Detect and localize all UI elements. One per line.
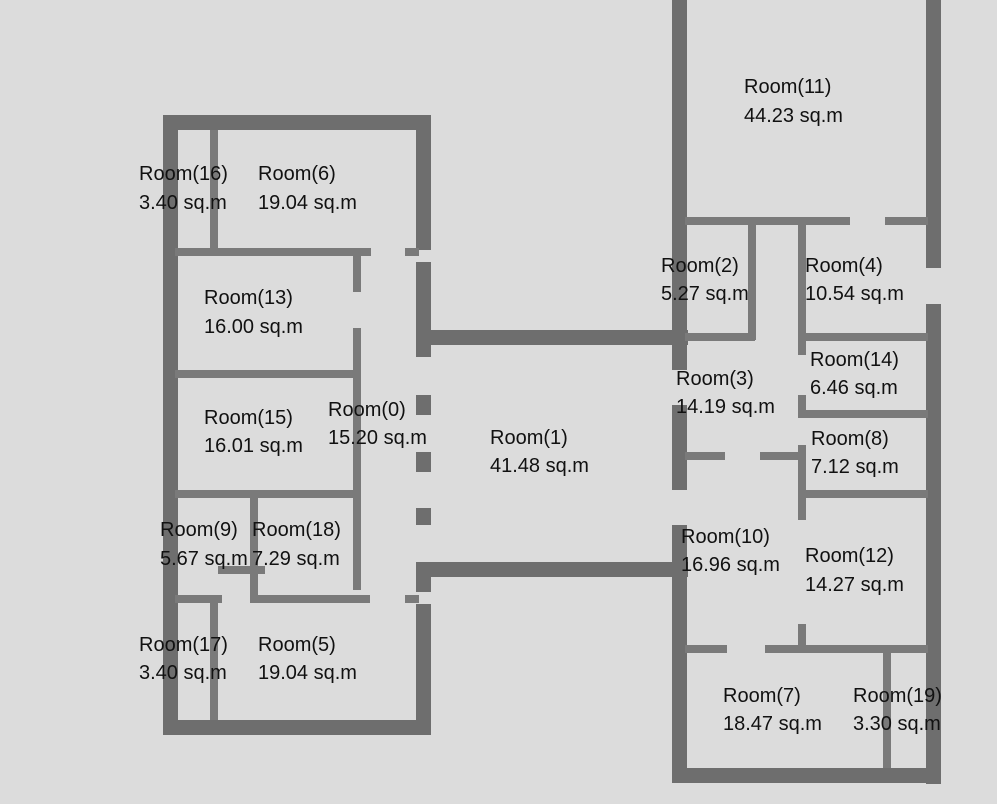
- room-area: 7.12 sq.m: [811, 456, 899, 478]
- wall: [926, 0, 941, 268]
- wall: [883, 648, 891, 768]
- wall: [685, 645, 727, 653]
- wall: [798, 225, 806, 355]
- wall: [175, 370, 360, 378]
- room-area: 44.23 sq.m: [744, 105, 843, 127]
- room-area: 19.04 sq.m: [258, 662, 357, 684]
- wall: [163, 115, 178, 735]
- wall: [210, 130, 218, 250]
- pillar: [416, 508, 431, 525]
- wall: [685, 333, 755, 341]
- room-name: Room(12): [805, 545, 894, 567]
- room-name: Room(1): [490, 427, 568, 449]
- wall: [748, 225, 756, 340]
- room-area: 6.46 sq.m: [810, 377, 898, 399]
- room-area: 5.67 sq.m: [160, 548, 248, 570]
- wall: [926, 304, 941, 784]
- wall: [798, 395, 806, 415]
- pillar: [416, 395, 431, 415]
- room-name: Room(3): [676, 368, 754, 390]
- room-area: 3.30 sq.m: [853, 713, 941, 735]
- room-area: 16.01 sq.m: [204, 435, 303, 457]
- room-area: 5.27 sq.m: [661, 283, 749, 305]
- room-name: Room(18): [252, 519, 341, 541]
- room-name: Room(15): [204, 407, 293, 429]
- room-name: Room(16): [139, 163, 228, 185]
- wall: [175, 248, 371, 256]
- wall: [798, 333, 928, 341]
- wall: [218, 566, 265, 574]
- wall: [175, 595, 222, 603]
- wall: [175, 490, 360, 498]
- wall: [405, 595, 419, 603]
- room-area: 10.54 sq.m: [805, 283, 904, 305]
- room-name: Room(11): [744, 76, 831, 98]
- wall: [760, 452, 806, 460]
- wall: [672, 0, 687, 370]
- wall: [765, 645, 928, 653]
- wall: [798, 624, 806, 648]
- wall: [250, 498, 258, 598]
- wall: [885, 217, 928, 225]
- room-name: Room(14): [810, 349, 899, 371]
- wall: [416, 115, 431, 250]
- room-area: 41.48 sq.m: [490, 455, 589, 477]
- wall: [685, 217, 850, 225]
- room-area: 16.96 sq.m: [681, 554, 780, 576]
- wall: [163, 115, 431, 130]
- room-area: 18.47 sq.m: [723, 713, 822, 735]
- wall: [416, 562, 688, 577]
- wall: [672, 768, 941, 783]
- room-name: Room(0): [328, 399, 406, 421]
- wall: [685, 452, 725, 460]
- wall: [210, 595, 218, 720]
- room-area: 14.27 sq.m: [805, 574, 904, 596]
- room-area: 16.00 sq.m: [204, 316, 303, 338]
- wall: [672, 525, 687, 783]
- walls: [163, 0, 941, 784]
- room-area: 14.19 sq.m: [676, 396, 775, 418]
- room-name: Room(5): [258, 634, 336, 656]
- wall: [798, 410, 928, 418]
- wall: [405, 248, 419, 256]
- room-name: Room(4): [805, 255, 883, 277]
- room-area: 3.40 sq.m: [139, 192, 227, 214]
- wall: [416, 330, 688, 345]
- wall: [798, 490, 928, 498]
- room-area: 3.40 sq.m: [139, 662, 227, 684]
- room-labels: Room(0) 15.20 sq.m Room(1) 41.48 sq.m Ro…: [139, 76, 942, 735]
- room-area: 7.29 sq.m: [252, 548, 340, 570]
- room-name: Room(19): [853, 685, 942, 707]
- room-name: Room(13): [204, 287, 293, 309]
- room-area: 19.04 sq.m: [258, 192, 357, 214]
- room-name: Room(17): [139, 634, 228, 656]
- room-name: Room(9): [160, 519, 238, 541]
- wall: [416, 604, 431, 735]
- room-name: Room(7): [723, 685, 801, 707]
- pillar: [416, 452, 431, 472]
- wall: [353, 328, 361, 590]
- wall: [163, 720, 431, 735]
- room-name: Room(10): [681, 526, 770, 548]
- wall: [353, 256, 361, 292]
- wall: [798, 445, 806, 520]
- room-name: Room(8): [811, 428, 889, 450]
- room-name: Room(6): [258, 163, 336, 185]
- room-area: 15.20 sq.m: [328, 427, 427, 449]
- wall: [672, 405, 687, 490]
- room-name: Room(2): [661, 255, 739, 277]
- wall: [250, 595, 370, 603]
